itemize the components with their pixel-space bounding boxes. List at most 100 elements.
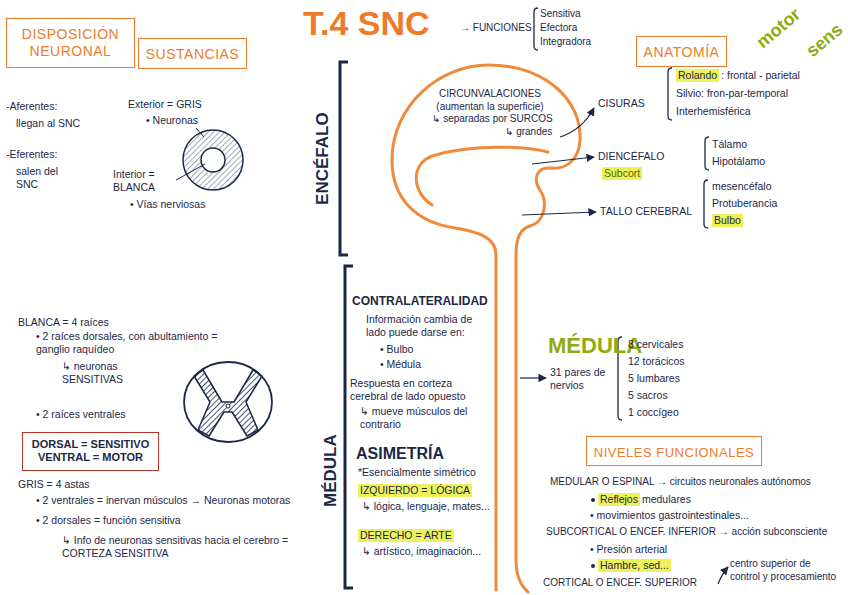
note-text: MEDULAR O ESPINAL → circuitos neuronales…: [550, 476, 811, 489]
note-text: • Presión arterial: [590, 543, 667, 556]
note-text: • movimientos gastrointestinales...: [590, 509, 749, 522]
grey-matter-horns: [194, 370, 262, 436]
note-text: ↳ neuronas SENSITIVAS: [62, 360, 144, 386]
section-box: DISPOSICIÓN NEURONAL: [6, 18, 135, 68]
note-text: • 2 ventrales = inervan músculos → Neuro…: [36, 494, 290, 507]
box-label: ANATOMÍA: [644, 44, 720, 61]
note-text: • Médula: [380, 358, 421, 371]
list-bracket: [705, 137, 709, 170]
note-text: medulares: [642, 493, 691, 506]
pointer-arrow: [532, 157, 594, 164]
note-text: Tálamo: [712, 138, 747, 151]
part-name: TALLO CEREBRAL: [600, 205, 692, 218]
note-text: CORTICAL O ENCEF. SUPERIOR: [543, 577, 697, 590]
pointer-arrow: [560, 108, 594, 137]
section-heading: MÉDULA: [548, 332, 642, 360]
key-box: DORSAL = SENSITIVO VENTRAL = MOTOR: [22, 432, 159, 471]
note-text: • Bulbo: [380, 343, 413, 356]
note-text: • 2 raíces dorsales, con abultamiento = …: [36, 330, 251, 356]
note-text: Información cambia de lado puede darse e…: [366, 313, 491, 339]
list-bracket: [534, 8, 538, 50]
note-text: ↳ grandes: [505, 126, 552, 139]
note-text: salen del SNC: [16, 165, 74, 191]
note-text: ↳ mueve músculos del contrario: [360, 405, 490, 431]
note-text: Protuberancia: [712, 197, 777, 210]
highlighted-term: Bulbo: [712, 214, 743, 227]
leader-line: [196, 128, 204, 137]
section-heading: MÉDULA: [319, 434, 340, 507]
note-text: SUBCORTICAL O ENCEF. INFERIOR → acción s…: [546, 526, 827, 539]
note-text: Exterior = GRIS: [128, 98, 202, 111]
highlighted-term: Reflejos: [598, 493, 640, 506]
note-text: Silvio: fron-par-temporal: [676, 87, 788, 100]
pointer-arrow: [718, 567, 728, 584]
pointer-arrow: [522, 212, 596, 215]
box-label: NIVELES FUNCIONALES: [594, 445, 755, 461]
note-text: • 2 dorsales = función sensitiva: [36, 514, 181, 527]
box-label: SUSTANCIAS: [146, 46, 239, 63]
list-bracket: [704, 180, 708, 228]
section-heading: CONTRALATERALIDAD: [352, 294, 488, 309]
note-text: Efectora: [540, 22, 577, 35]
section-heading: ENCÉFALO: [311, 112, 332, 205]
note-text: 5 sacros: [628, 389, 668, 402]
note-text: ↳ separadas por SURCOS: [432, 113, 553, 126]
note-text: Sensitiva: [540, 8, 581, 21]
note-text: *Esencialmente simétrico: [358, 466, 476, 479]
grey-matter-ring: [183, 130, 243, 190]
note-text: 12 torácicos: [628, 355, 685, 368]
note-text: ↳ lógica, lenguaje, mates...: [362, 500, 492, 513]
note-text: -Eferentes:: [6, 148, 57, 161]
note-text: ↳ Info de neuronas sensitivas hacia el c…: [62, 534, 324, 560]
note-text: -Aferentes:: [6, 100, 57, 113]
section-box: ANATOMÍA: [636, 36, 727, 67]
note-text: Hipotálamo: [712, 155, 765, 168]
note-text: Interhemisférica: [676, 105, 751, 118]
note-text: llegan al SNC: [16, 117, 80, 130]
highlighted-term: Rolando: [676, 69, 719, 82]
brain-inner-contour: [416, 147, 548, 205]
section-box: NIVELES FUNCIONALES: [586, 436, 762, 466]
note-text: 8 cervicales: [628, 338, 683, 351]
note-text: GRIS = 4 astas: [18, 478, 90, 491]
list-bracket: [668, 68, 672, 120]
highlighted-term: IZQUIERDO = LÓGICA: [358, 484, 472, 497]
note-text: → FUNCIONES: [460, 22, 532, 35]
section-box: SUSTANCIAS: [138, 38, 247, 69]
note-text: Respuesta en corteza cerebral de lado op…: [350, 377, 490, 403]
note-text: 31 pares de nervios: [550, 366, 612, 392]
part-name: DIENCÉFALO: [598, 150, 665, 163]
leader-line: [176, 164, 205, 180]
section-bracket: [340, 62, 348, 255]
bullet-dot: [591, 564, 595, 568]
bullet-dot: [591, 498, 595, 502]
white-matter-core: [201, 148, 225, 172]
margin-note: Subcort: [602, 167, 642, 180]
note-text: • 2 raíces ventrales: [36, 408, 125, 421]
highlighted-term: DERECHO = ARTE: [358, 529, 454, 542]
box-label: DORSAL = SENSITIVO VENTRAL = MOTOR: [29, 438, 153, 464]
note-text: Interior = BLANCA: [113, 168, 175, 194]
part-name: CISURAS: [598, 97, 645, 110]
note-text: • Vías nerviosas: [130, 198, 205, 211]
note-text: CIRCUNVALACIONES (aumentan la superficie…: [420, 88, 560, 113]
note-text: 1 coccígeo: [628, 406, 679, 419]
spinal-cord-section: [184, 362, 272, 442]
pointer-arrow: [520, 377, 546, 378]
central-canal: [226, 404, 230, 408]
note-text: BLANCA = 4 raíces: [18, 316, 109, 329]
note-text: 5 lumbares: [628, 372, 680, 385]
note-text: Integradora: [540, 36, 591, 49]
box-label: DISPOSICIÓN NEURONAL: [15, 26, 127, 60]
page-title: T.4 SNC: [303, 4, 430, 43]
highlighted-term: Hambre, sed...: [598, 559, 671, 572]
section-heading: ASIMETRÍA: [356, 444, 444, 464]
note-text: • Neuronas: [146, 114, 198, 127]
note-text: : frontal - parietal: [721, 69, 800, 82]
margin-note: sens: [801, 18, 847, 62]
section-bracket: [345, 266, 353, 588]
note-text: centro superior de control y procesamien…: [730, 558, 842, 583]
margin-note: motor: [751, 3, 805, 53]
note-text: mesencéfalo: [712, 180, 772, 193]
